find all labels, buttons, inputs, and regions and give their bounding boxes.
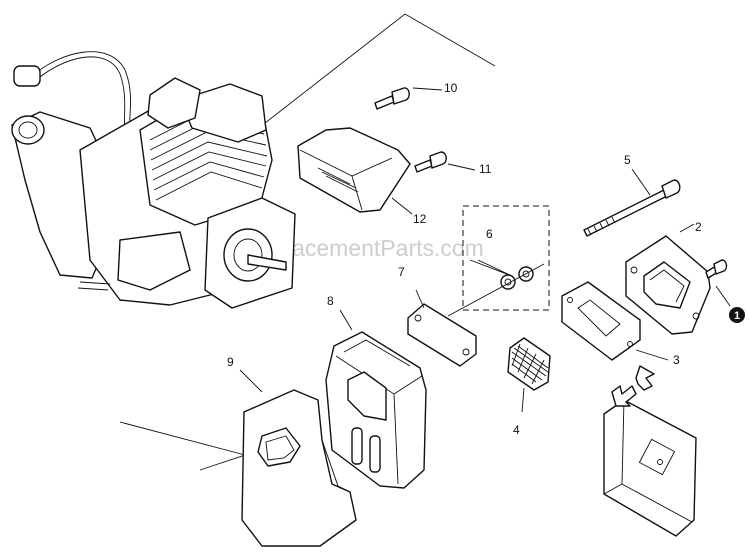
- part-number-3: 3: [673, 353, 680, 367]
- cylinder-head: [179, 83, 267, 143]
- part-6-washers: [500, 266, 534, 290]
- part-4-spark-screen: [507, 337, 551, 391]
- carburetor: [117, 231, 191, 291]
- part-10-bolt: [374, 87, 410, 110]
- part-3-gasket: [561, 281, 641, 361]
- part-7-plate: [407, 303, 477, 367]
- part-number-11: 11: [479, 162, 492, 176]
- part-5-long-bolt: [583, 179, 681, 237]
- part-number-8: 8: [327, 294, 334, 308]
- part-number-6: 6: [486, 227, 493, 241]
- crankshaft: [247, 254, 287, 271]
- part-8-muffler: [325, 331, 427, 489]
- engine-assembly: [11, 51, 296, 309]
- washer-kit-box: [462, 205, 550, 311]
- part-11-bolt: [414, 151, 447, 173]
- part-number-5: 5: [624, 153, 631, 167]
- part-number-10: 10: [444, 81, 458, 95]
- part-number-9: 9: [227, 355, 234, 369]
- part-number-7: 7: [398, 265, 405, 279]
- part-number-2: 2: [695, 220, 702, 234]
- part-2-gasket-plate: [625, 235, 711, 335]
- direction-arrows-icon: [611, 365, 655, 407]
- spark-plug-wire: [29, 51, 131, 136]
- spark-plug-cap: [13, 65, 41, 87]
- part-2-bolt: [705, 259, 728, 279]
- note-callout: 1: [729, 307, 745, 323]
- spark-plug: [147, 77, 201, 129]
- part-12-muffler-cover: [297, 127, 411, 213]
- part-number-4: 4: [513, 423, 520, 437]
- note-callout-number: 1: [734, 310, 740, 322]
- part-9-exhaust-cover: [241, 389, 357, 547]
- reference-line-bottom: [119, 421, 247, 471]
- leader-lines: [239, 87, 731, 413]
- part-numbers: 10 11 12 5 2 6 7 8 3 9 4: [227, 81, 702, 437]
- part-number-12: 12: [413, 212, 427, 226]
- reference-line-top: [214, 13, 496, 163]
- heat-shield-bracket: [603, 399, 697, 537]
